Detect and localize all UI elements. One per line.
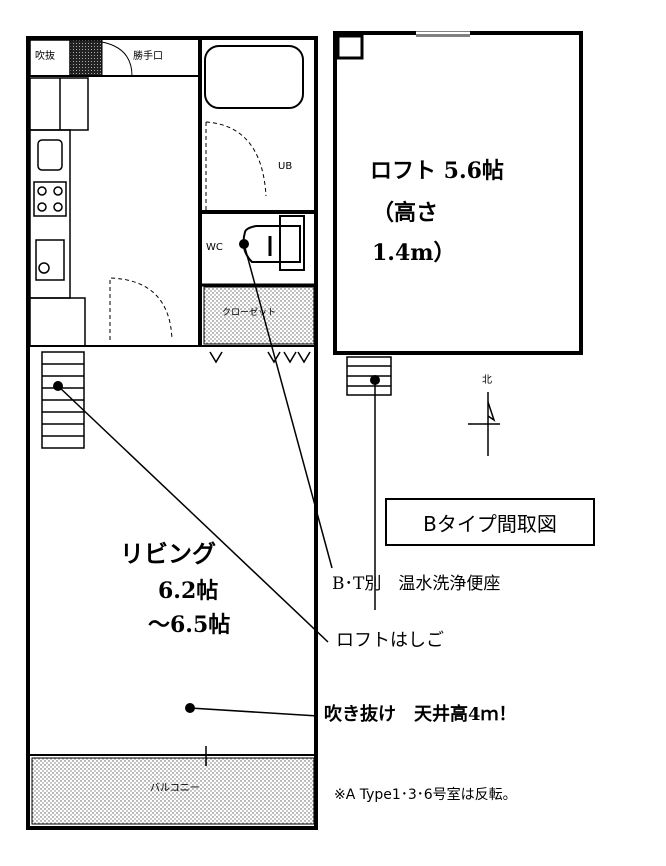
living-room-name: リビング bbox=[120, 539, 216, 568]
living-door-swing bbox=[109, 277, 173, 341]
north-label: 北 bbox=[482, 375, 492, 386]
closet-label: クローゼット bbox=[222, 308, 277, 318]
loft-room-name: ロフト 5.6帖 bbox=[370, 158, 504, 184]
balcony-label: バルコニー bbox=[150, 783, 200, 794]
closet-door-marks bbox=[209, 351, 311, 364]
toilet bbox=[242, 215, 305, 271]
living-room-size-2: ～6.5帖 bbox=[148, 612, 231, 638]
loft-height-2: 1.4m） bbox=[372, 240, 456, 266]
leader-dots bbox=[53, 239, 380, 713]
entry-area bbox=[29, 39, 200, 77]
bt-annotation: B･T別 温水洗浄便座 bbox=[332, 574, 501, 594]
main-unit-walls bbox=[26, 36, 318, 830]
fukinuke-label: 吹抜 bbox=[35, 51, 55, 62]
bathroom bbox=[204, 45, 304, 210]
leader-lines bbox=[57, 243, 376, 717]
loft-height-1: （高さ bbox=[372, 200, 439, 226]
living-ladder bbox=[41, 351, 85, 449]
reversal-note: ※A Type1･3･6号室は反転。 bbox=[334, 787, 517, 803]
balcony-area bbox=[31, 757, 315, 825]
wc-label: WC bbox=[206, 242, 223, 253]
living-room-size-1: 6.2帖 bbox=[158, 578, 219, 604]
ladder-annotation: ロフトはしご bbox=[336, 630, 444, 651]
kitchen-counter bbox=[29, 77, 89, 347]
loft-walls bbox=[333, 31, 583, 355]
plan-title: Bタイプ間取図 bbox=[423, 511, 557, 536]
ceiling-annotation: 吹き抜け 天井高4ｍ！ bbox=[324, 704, 517, 725]
loft-ladder bbox=[346, 356, 392, 396]
katteguchi-label: 勝手口 bbox=[133, 51, 163, 62]
ub-label: UB bbox=[278, 161, 293, 172]
plan-title-box: Bタイプ間取図 bbox=[385, 498, 595, 546]
north-arrow-icon bbox=[468, 392, 500, 456]
